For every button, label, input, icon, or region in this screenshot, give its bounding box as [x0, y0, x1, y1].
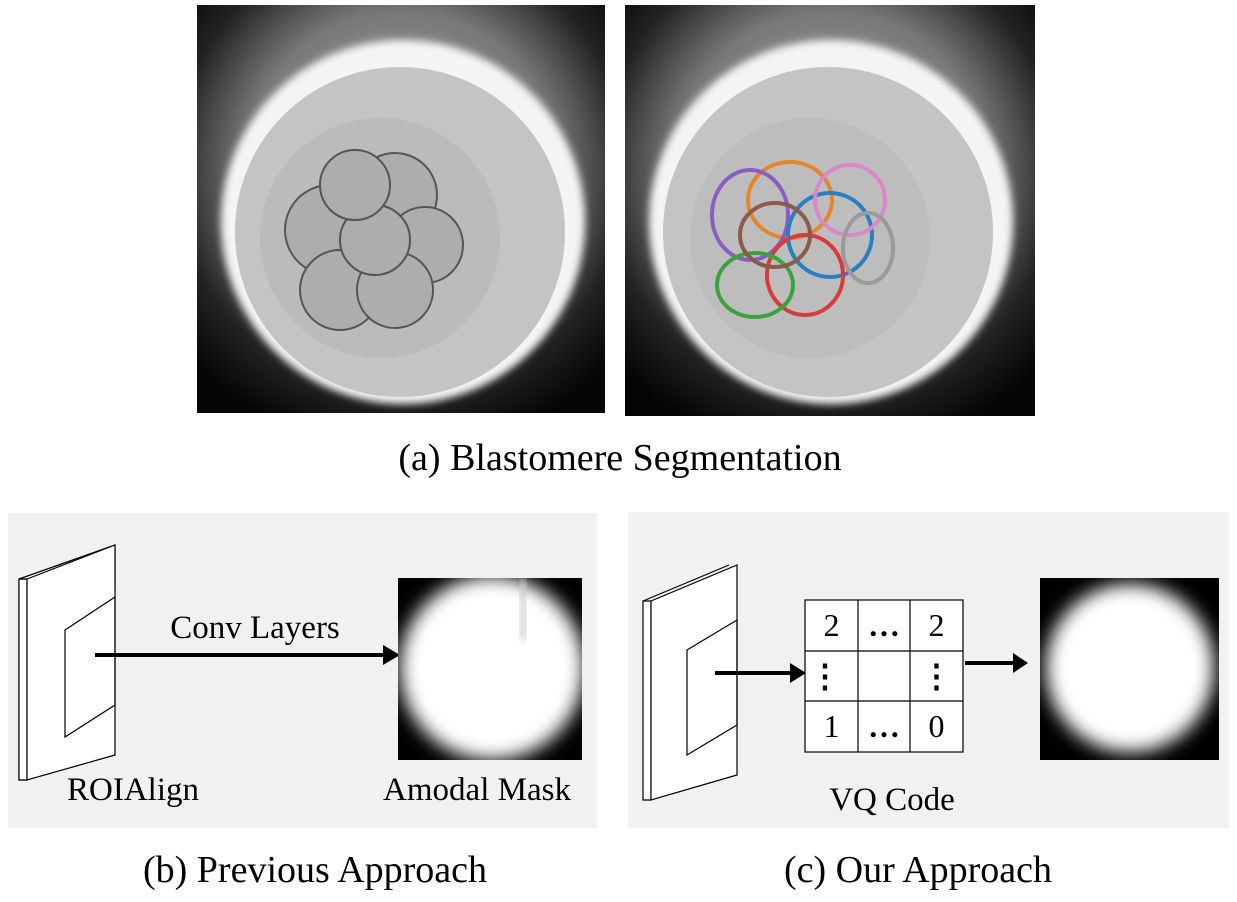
roi-feature-map — [18, 544, 116, 781]
vq-code-grid — [804, 599, 964, 753]
conv-layers-label: Conv Layers — [170, 610, 340, 646]
code-cell: … — [868, 708, 900, 744]
amodal-mask-label: Amodal Mask — [383, 772, 571, 808]
code-cell: 0 — [928, 708, 945, 744]
embryo-image-raw — [197, 5, 605, 413]
code-cell — [858, 651, 910, 701]
caption-b: (b) Previous Approach — [142, 849, 488, 891]
embryo-image-segmented — [625, 5, 1035, 416]
code-cell: ⋮ — [809, 658, 841, 694]
arrow-to-code — [715, 663, 806, 683]
our-approach-diagram — [642, 564, 1219, 801]
blastomere-images — [197, 5, 1035, 416]
amodal-mask-ours — [1040, 578, 1219, 760]
roi-feature-map — [642, 564, 738, 801]
vq-code-label: VQ Code — [829, 782, 955, 818]
arrow-to-mask — [965, 653, 1028, 673]
roialign-label: ROIAlign — [67, 772, 199, 808]
conv-arrow — [95, 645, 400, 665]
code-cell: … — [868, 607, 900, 643]
caption-c: (c) Our Approach — [783, 849, 1053, 891]
code-cell: 2 — [928, 607, 945, 643]
amodal-mask-previous — [398, 578, 582, 760]
code-cell: ⋮ — [920, 658, 953, 694]
vq-code-values: 2 … 2 ⋮ ⋮ 1 … 0 — [805, 600, 963, 752]
caption-a: (a) Blastomere Segmentation — [398, 437, 842, 479]
code-cell: 1 — [823, 708, 840, 744]
code-cell: 2 — [823, 607, 840, 643]
previous-approach-diagram — [18, 544, 582, 781]
